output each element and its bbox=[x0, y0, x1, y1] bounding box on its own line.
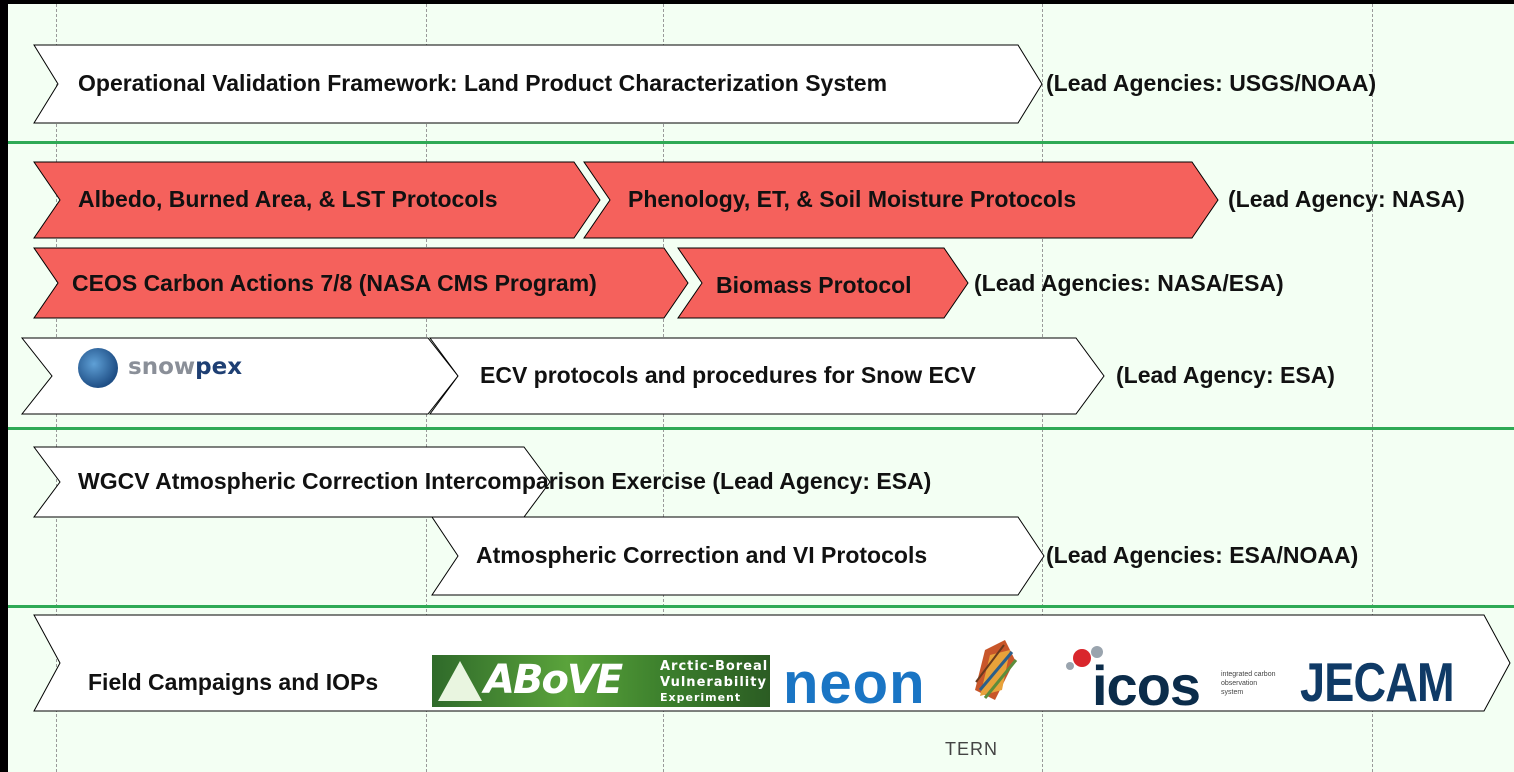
chevron-ac-vi bbox=[431, 516, 1045, 596]
snowpex-prefix: snow bbox=[128, 354, 196, 380]
nasa-lead: (Lead Agency: NASA) bbox=[1228, 186, 1465, 212]
chevron-lpcs bbox=[33, 44, 1043, 124]
section-separator bbox=[8, 141, 1514, 144]
lpcs-title: Operational Validation Framework: Land P… bbox=[78, 70, 888, 96]
carbon-lead: (Lead Agencies: NASA/ESA) bbox=[974, 270, 1284, 296]
chevron-carbon-actions bbox=[33, 247, 689, 319]
section-separator bbox=[8, 605, 1514, 608]
phenology-label: Phenology, ET, & Soil Moisture Protocols bbox=[628, 186, 1077, 212]
chevron-biomass bbox=[677, 247, 969, 319]
icos-subtitle: integrated carbon observation system bbox=[1221, 671, 1276, 696]
tree-icon bbox=[438, 661, 482, 701]
chevron-snowpex bbox=[20, 337, 459, 415]
above-logo-wordmark: ABoVE bbox=[484, 657, 623, 703]
snow-ecv-label: ECV protocols and procedures for Snow EC… bbox=[480, 362, 976, 388]
above-line1: Arctic-Boreal bbox=[660, 659, 769, 674]
carbon-actions-label: CEOS Carbon Actions 7/8 (NASA CMS Progra… bbox=[72, 270, 597, 296]
snowpex-suffix: pex bbox=[195, 354, 243, 380]
snow-lead: (Lead Agency: ESA) bbox=[1116, 362, 1335, 388]
icos-logo-mark bbox=[1066, 646, 1103, 670]
icos-logo: icos bbox=[1092, 654, 1201, 717]
lpcs-lead: (Lead Agencies: USGS/NOAA) bbox=[1046, 70, 1377, 96]
snowpex-globe-icon bbox=[78, 348, 118, 388]
field-campaigns-label: Field Campaigns and IOPs bbox=[88, 669, 379, 695]
chevron-snow-ecv bbox=[429, 337, 1105, 415]
snowpex-logo: snowpex bbox=[128, 356, 242, 379]
tern-logo: TERN bbox=[945, 739, 998, 759]
jecam-logo: JECAM bbox=[1300, 651, 1455, 713]
chevron-field-campaigns bbox=[33, 614, 1511, 712]
tern-logo-mark bbox=[975, 640, 1018, 700]
above-logo: ABoVE Arctic-Boreal Vulnerability Experi… bbox=[432, 655, 770, 707]
ac-vi-lead: (Lead Agencies: ESA/NOAA) bbox=[1046, 542, 1359, 568]
grid-line bbox=[1372, 4, 1373, 772]
biomass-label: Biomass Protocol bbox=[716, 272, 912, 298]
chevron-phenology bbox=[583, 161, 1219, 239]
section-separator bbox=[8, 427, 1514, 430]
above-line3: Experiment bbox=[660, 691, 742, 704]
neon-logo: neon bbox=[783, 651, 926, 716]
ac-vi-label: Atmospheric Correction and VI Protocols bbox=[476, 542, 928, 568]
chevron-albedo bbox=[33, 161, 601, 239]
above-line2: Vulnerability bbox=[660, 675, 767, 690]
acix-title: WGCV Atmospheric Correction Intercompari… bbox=[78, 468, 932, 494]
albedo-label: Albedo, Burned Area, & LST Protocols bbox=[78, 186, 498, 212]
